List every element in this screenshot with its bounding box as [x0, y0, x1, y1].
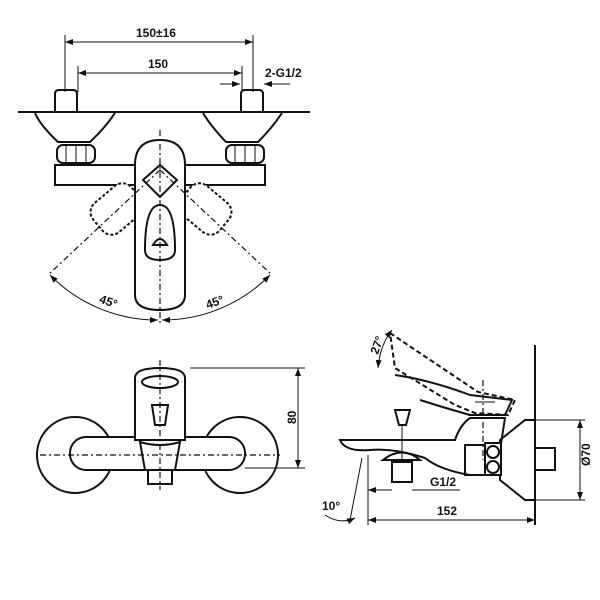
inlet-right — [240, 89, 264, 112]
inlet-left — [54, 89, 78, 112]
side-view: Ø70 G1/2 152 10° 27° — [322, 329, 593, 525]
dim-depth-label: 152 — [437, 504, 457, 518]
angle-handle-label: 27° — [367, 334, 386, 356]
dim-overall-label: 150±16 — [136, 26, 176, 40]
dim-centers-label: 150 — [148, 57, 168, 71]
top-view: 150±16 150 2-G1/2 45° 45° — [18, 26, 310, 325]
dim-outlet-label: G1/2 — [430, 475, 456, 489]
dim-flange-label: Ø70 — [579, 443, 593, 466]
front-view: 80 — [36, 360, 305, 494]
angle-spout-label: 10° — [322, 499, 340, 513]
dim-height-label: 80 — [285, 410, 299, 424]
angle-left-label: 45° — [98, 292, 120, 311]
angle-right-label: 45° — [204, 292, 226, 311]
dim-inlet-label: 2-G1/2 — [265, 66, 302, 80]
